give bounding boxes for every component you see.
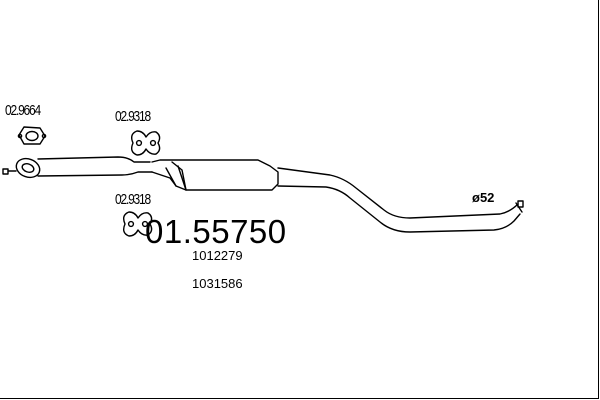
fitting-code-gasket: 02.9664 — [5, 102, 41, 119]
reference-number-2: 1031586 — [192, 276, 243, 291]
rear-pipe — [277, 167, 521, 233]
rubber-hanger-icon-upper — [130, 130, 161, 156]
reference-number-1: 1012279 — [192, 248, 243, 263]
pipe-diameter-label: ø52 — [472, 190, 495, 205]
fitting-code-hanger-upper: 02.9318 — [115, 108, 151, 125]
middle-silencer — [151, 159, 279, 191]
main-part-number: 01.55750 — [145, 213, 287, 250]
front-pipe — [37, 156, 153, 177]
rubber-hanger-icon-lower — [122, 211, 153, 237]
flange-gasket-icon — [17, 126, 47, 145]
inlet-flange — [2, 157, 41, 179]
fitting-code-hanger-lower: 02.9318 — [115, 191, 151, 208]
outlet-end — [515, 200, 524, 213]
